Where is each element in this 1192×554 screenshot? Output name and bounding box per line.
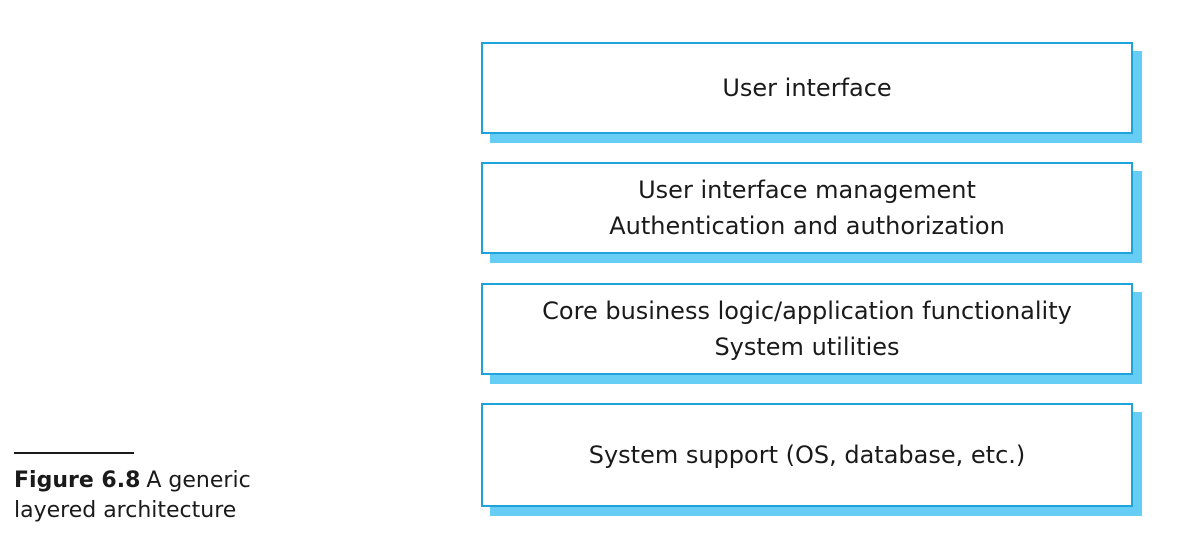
layer-box: User interface xyxy=(481,42,1133,134)
layer-text: System support (OS, database, etc.) xyxy=(588,441,1026,469)
figure-label: Figure 6.8 xyxy=(14,468,141,493)
layer-box: System support (OS, database, etc.) xyxy=(481,403,1133,507)
layer-box: Core business logic/application function… xyxy=(481,283,1133,375)
layer-text: Core business logic/application function… xyxy=(542,297,1072,325)
caption-divider xyxy=(14,452,134,454)
layer-user-interface: User interface xyxy=(481,42,1142,143)
layer-text: Authentication and authorization xyxy=(609,212,1005,240)
layer-ui-management: User interface management Authentication… xyxy=(481,162,1142,263)
figure-caption-text: A generic layered architecture xyxy=(14,468,251,523)
layer-text: User interface management xyxy=(638,176,976,204)
layer-system-support: System support (OS, database, etc.) xyxy=(481,403,1142,516)
layer-core-business-logic: Core business logic/application function… xyxy=(481,283,1142,384)
layer-text: User interface xyxy=(722,74,892,102)
layer-box: User interface management Authentication… xyxy=(481,162,1133,254)
layer-text: System utilities xyxy=(714,333,900,361)
